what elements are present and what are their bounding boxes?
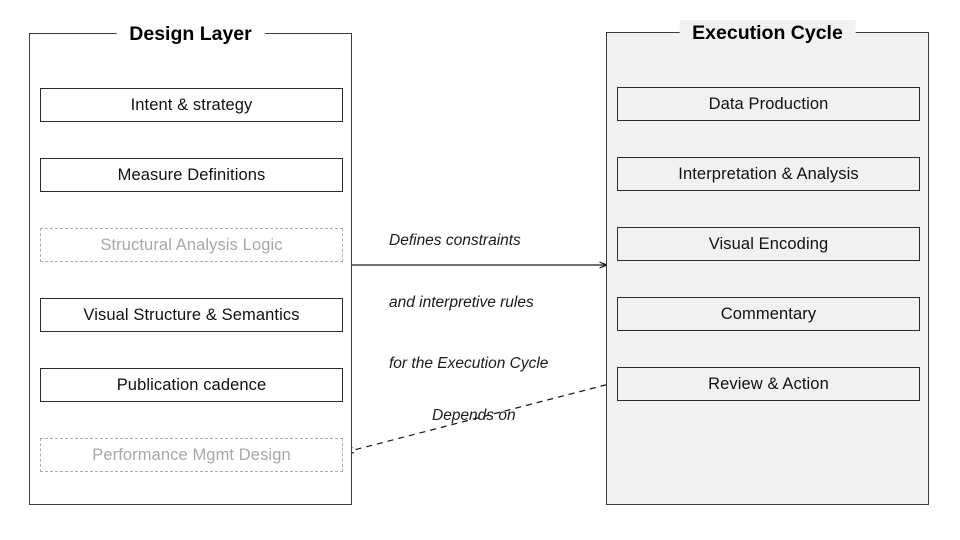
node-commentary[interactable]: Commentary bbox=[617, 297, 920, 331]
node-label: Visual Structure & Semantics bbox=[83, 305, 300, 324]
node-label: Measure Definitions bbox=[117, 165, 266, 184]
node-review-and-action[interactable]: Review & Action bbox=[617, 367, 920, 401]
connector-defines-label-line-1: Defines constraints bbox=[389, 232, 521, 249]
node-label: Review & Action bbox=[708, 374, 829, 393]
group-design-layer-title: Design Layer bbox=[116, 21, 265, 47]
node-label: Publication cadence bbox=[116, 375, 267, 394]
connector-defines-label: Defines constraints and interpretive rul… bbox=[389, 190, 548, 395]
group-execution-cycle: Execution Cycle Data Production Interpre… bbox=[606, 20, 929, 505]
node-visual-encoding[interactable]: Visual Encoding bbox=[617, 227, 920, 261]
node-label: Data Production bbox=[708, 94, 829, 113]
node-interpretation-and-analysis[interactable]: Interpretation & Analysis bbox=[617, 157, 920, 191]
node-label: Interpretation & Analysis bbox=[678, 164, 859, 183]
connector-depends-arrow bbox=[346, 381, 618, 452]
node-label: Performance Mgmt Design bbox=[92, 445, 291, 464]
node-structural-analysis-logic[interactable]: Structural Analysis Logic bbox=[40, 228, 343, 262]
node-measure-definitions[interactable]: Measure Definitions bbox=[40, 158, 343, 192]
connector-defines-label-line-3: for the Execution Cycle bbox=[389, 355, 549, 372]
node-publication-cadence[interactable]: Publication cadence bbox=[40, 368, 343, 402]
connector-depends-label: Depends on bbox=[432, 407, 516, 424]
group-design-layer: Design Layer Intent & strategy Measure D… bbox=[29, 21, 352, 505]
node-label: Intent & strategy bbox=[130, 95, 253, 114]
node-data-production[interactable]: Data Production bbox=[617, 87, 920, 121]
node-label: Structural Analysis Logic bbox=[100, 235, 283, 254]
node-label: Visual Encoding bbox=[708, 234, 829, 253]
node-performance-mgmt-design[interactable]: Performance Mgmt Design bbox=[40, 438, 343, 472]
connector-defines-label-line-2: and interpretive rules bbox=[389, 293, 534, 311]
group-execution-cycle-title: Execution Cycle bbox=[679, 20, 856, 46]
node-intent-and-strategy[interactable]: Intent & strategy bbox=[40, 88, 343, 122]
node-visual-structure-and-semantics[interactable]: Visual Structure & Semantics bbox=[40, 298, 343, 332]
node-label: Commentary bbox=[720, 304, 817, 323]
